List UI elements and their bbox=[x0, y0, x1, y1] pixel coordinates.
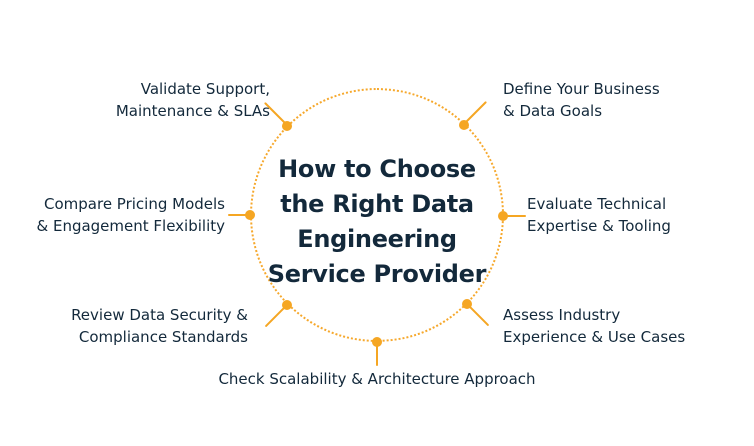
node-dot-evaluate-expertise bbox=[498, 211, 508, 221]
label-evaluate-expertise: Evaluate Technical Expertise & Tooling bbox=[527, 194, 671, 237]
label-assess-experience: Assess Industry Experience & Use Cases bbox=[503, 305, 685, 348]
connector-evaluate-expertise bbox=[504, 215, 526, 217]
label-line: & Engagement Flexibility bbox=[36, 216, 226, 235]
label-line: Experience & Use Cases bbox=[503, 327, 686, 346]
label-line: Review Data Security & bbox=[71, 306, 248, 324]
label-compare-pricing: Compare Pricing Models & Engagement Flex… bbox=[37, 194, 226, 237]
connector-review-security bbox=[264, 304, 288, 328]
label-validate-support: Validate Support, Maintenance & SLAs bbox=[116, 79, 270, 122]
label-line: Expertise & Tooling bbox=[527, 216, 671, 235]
node-dot-compare-pricing bbox=[245, 210, 255, 220]
label-line: Validate Support, bbox=[140, 80, 270, 98]
label-review-security: Review Data Security & Compliance Standa… bbox=[71, 305, 248, 348]
page-title-line: Service Provider bbox=[267, 260, 487, 288]
label-line: & Data Goals bbox=[503, 101, 603, 120]
label-line: Define Your Business bbox=[503, 80, 660, 98]
page-title-line: How to Choose bbox=[278, 155, 476, 183]
node-dot-check-scalability bbox=[372, 337, 382, 347]
connector-compare-pricing bbox=[228, 214, 249, 216]
page-title-line: Engineering bbox=[297, 225, 457, 253]
label-line: Check Scalability & Architecture Approac… bbox=[218, 370, 536, 388]
label-line: Maintenance & SLAs bbox=[115, 101, 270, 120]
connector-define-goals bbox=[462, 100, 488, 126]
label-line: Assess Industry bbox=[503, 306, 621, 324]
node-dot-validate-support bbox=[282, 121, 292, 131]
label-define-business-goals: Define Your Business & Data Goals bbox=[503, 79, 660, 122]
page-title: How to Choose the Right Data Engineering… bbox=[252, 152, 502, 292]
label-line: Evaluate Technical bbox=[527, 195, 667, 213]
connector-check-scalability bbox=[376, 343, 378, 366]
label-line: Compliance Standards bbox=[78, 327, 248, 346]
label-line: Compare Pricing Models bbox=[44, 195, 225, 213]
page-title-line: the Right Data bbox=[280, 190, 474, 218]
connector-assess-experience bbox=[466, 303, 490, 327]
label-check-scalability: Check Scalability & Architecture Approac… bbox=[0, 369, 754, 391]
